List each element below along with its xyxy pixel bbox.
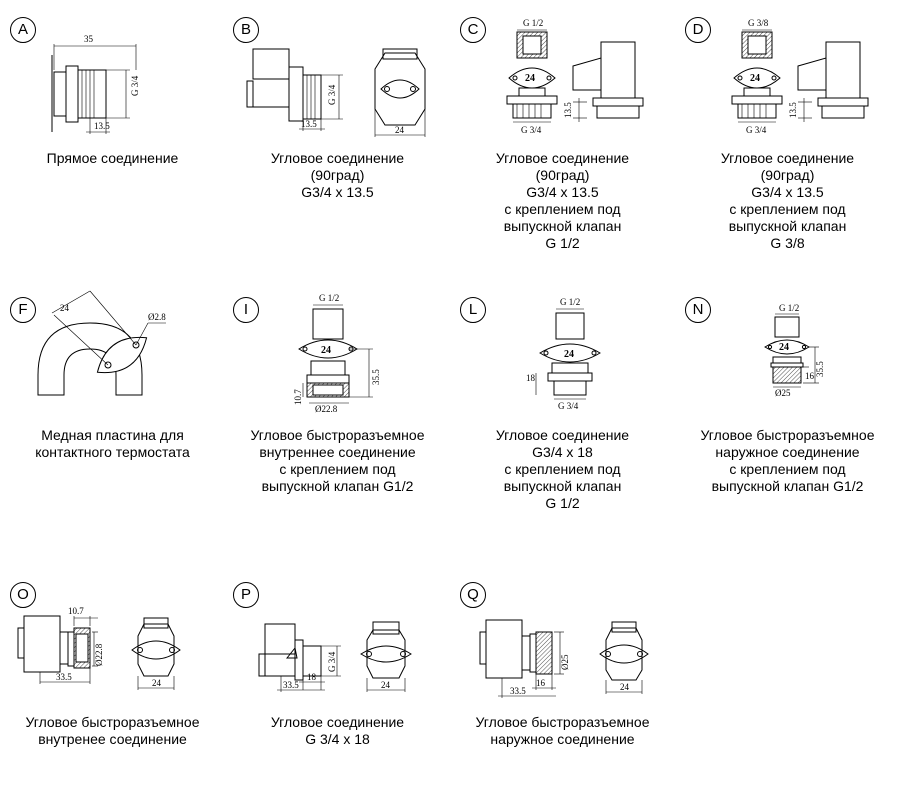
item-c: C G 1/2 24 G 3/4: [450, 0, 675, 251]
dim-diameter-22-8: Ø22.8: [315, 404, 338, 414]
item-f: F 24 Ø2.8 Медная пластина для контактног…: [0, 285, 225, 525]
dim-hex-24: 24: [564, 349, 574, 360]
dim-length-35: 35: [84, 34, 94, 44]
dim-width-24: 24: [152, 678, 162, 688]
diagram-quick-external-valve: G 1/2 24 16 35.5 Ø25: [763, 303, 863, 403]
dim-hole-diameter: Ø2.8: [148, 312, 166, 322]
dim-length-33-5: 33.5: [56, 672, 72, 682]
dim-length-18: 18: [526, 373, 536, 383]
caption: Угловое соединение (90град) G3/4 x 13.5 …: [495, 150, 630, 251]
item-letter-badge: B: [233, 17, 259, 43]
diagram-quick-internal-valve: G 1/2 24 Ø22.8 35.5 10.7: [293, 293, 405, 414]
dim-length-16: 16: [536, 678, 546, 688]
item-letter-badge: O: [10, 582, 36, 608]
caption: Угловое соединение G3/4 x 18 с крепление…: [495, 427, 630, 511]
dim-length-13-5: 13.5: [301, 119, 317, 129]
item-d: D G 3/8 24 G 3/4: [675, 0, 900, 251]
dim-hex-24: 24: [779, 342, 789, 353]
dim-diameter-25: Ø25: [775, 388, 791, 398]
dim-valve-thread: G 1/2: [560, 297, 580, 307]
caption: Угловое быстроразъемное внутренее соедин…: [25, 714, 200, 747]
dim-width-24: 24: [381, 680, 391, 690]
caption: Прямое соединение: [46, 150, 179, 166]
caption: Угловое быстроразъемное внутреннее соеди…: [250, 427, 425, 494]
dim-length-13-5: 13.5: [94, 121, 110, 131]
caption: Медная пластина для контактного термоста…: [35, 427, 190, 460]
dim-length-16: 16: [805, 371, 815, 381]
diagram-angle-18: G 3/4 18 33.5 24: [255, 618, 445, 698]
item-a: A 35 G 3/4 13.5 Прямое соединение: [0, 0, 225, 240]
dim-hex-24: 24: [750, 73, 760, 84]
item-letter-badge: I: [233, 297, 259, 323]
dim-width-24: 24: [620, 682, 630, 692]
item-n: N G 1/2 24 16 35.5 Ø25 Угловое быстрораз…: [675, 285, 900, 525]
dim-thread-g34: G 3/4: [746, 125, 767, 135]
caption: Угловое соединение G 3/4 x 18: [270, 714, 405, 747]
dim-length-33-5: 33.5: [283, 680, 299, 690]
item-letter-badge: C: [460, 17, 486, 43]
dim-hex-24: 24: [525, 73, 535, 84]
dim-thread-g34: G 3/4: [327, 651, 337, 672]
dim-diameter-25: Ø25: [560, 654, 570, 670]
diagram-quick-internal: 10.7 Ø22.8 33.5 24: [14, 606, 214, 690]
item-letter-badge: F: [10, 297, 36, 323]
dim-depth-10-7: 10.7: [68, 606, 84, 616]
item-q: Q Ø25 16 33.5: [450, 580, 675, 780]
dim-length-13-5: 13.5: [788, 102, 798, 118]
diagram-copper-plate: 24 Ø2.8: [30, 290, 200, 403]
diagram-angle-connection: G 3/4 13.5 24: [243, 45, 443, 140]
dim-valve-thread: G 1/2: [319, 293, 339, 303]
item-letter-badge: P: [233, 582, 259, 608]
item-letter-badge: Q: [460, 582, 486, 608]
dim-height-35-5: 35.5: [815, 361, 825, 377]
dim-length-18: 18: [307, 672, 317, 682]
dim-height-35-5: 35.5: [371, 369, 381, 385]
dim-width-24: 24: [395, 125, 405, 135]
diagram-angle-valve-g12: G 1/2 24 G 3/4 13.5: [505, 18, 675, 138]
item-letter-badge: D: [685, 17, 711, 43]
item-b: B G 3/4 13.5: [225, 0, 450, 240]
dim-valve-thread: G 1/2: [523, 18, 543, 28]
caption: Угловое быстроразъемное наружное соедине…: [700, 427, 875, 494]
dim-hex-24: 24: [321, 345, 331, 356]
dim-diameter-22-8: Ø22.8: [94, 643, 104, 666]
diagram-angle-valve-g38: G 3/8 24 G 3/4 13.5: [730, 18, 900, 138]
dim-length-13-5: 13.5: [563, 102, 573, 118]
item-letter-badge: A: [10, 17, 36, 43]
dim-width-24: 24: [60, 303, 70, 313]
dim-thread-g34: G 3/4: [130, 75, 140, 96]
dim-length-33-5: 33.5: [510, 686, 526, 696]
dim-thread-g34: G 3/4: [327, 84, 337, 105]
item-o: O 10.7 Ø22.8 33.5: [0, 580, 225, 780]
dim-height-10-7: 10.7: [293, 389, 303, 405]
dim-valve-thread: G 1/2: [779, 303, 799, 313]
dim-thread-g34: G 3/4: [558, 401, 579, 411]
caption: Угловое соединение (90град) G3/4 x 13.5 …: [720, 150, 855, 251]
dim-valve-thread: G 3/8: [748, 18, 769, 28]
item-p: P G 3/4 18 33.5: [225, 580, 450, 780]
dim-thread-g34: G 3/4: [521, 125, 542, 135]
diagram-angle-18-valve: G 1/2 24 18 G 3/4: [526, 297, 632, 412]
diagram-quick-external: Ø25 16 33.5 24: [476, 614, 676, 704]
caption: Угловое соединение (90град) G3/4 x 13.5: [270, 150, 405, 200]
item-letter-badge: L: [460, 297, 486, 323]
diagram-straight-connection: 35 G 3/4 13.5: [40, 30, 170, 140]
item-i: I G 1/2 24 Ø22.8 35.5 10.7 Угловое быстр…: [225, 285, 450, 525]
item-letter-badge: N: [685, 297, 711, 323]
item-l: L G 1/2 24 18 G 3/4 Угловое соединение G…: [450, 285, 675, 525]
caption: Угловое быстроразъемное наружное соедине…: [475, 714, 650, 747]
